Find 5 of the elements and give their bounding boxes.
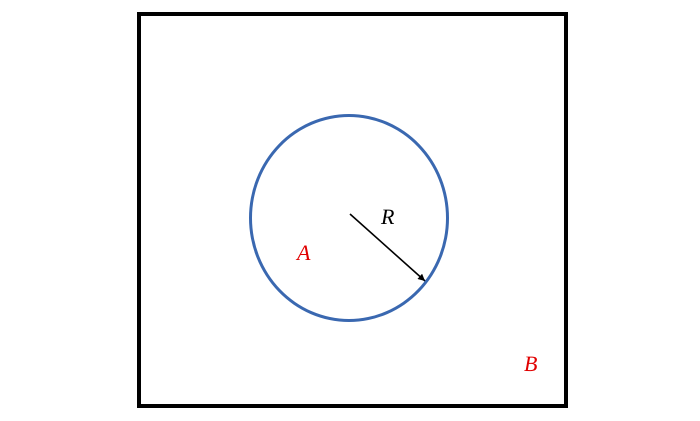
region-label: A [297,242,310,264]
region-label: B [524,353,538,375]
square-region [137,12,568,408]
radius-label: R [381,206,394,228]
circle-region [249,114,449,322]
